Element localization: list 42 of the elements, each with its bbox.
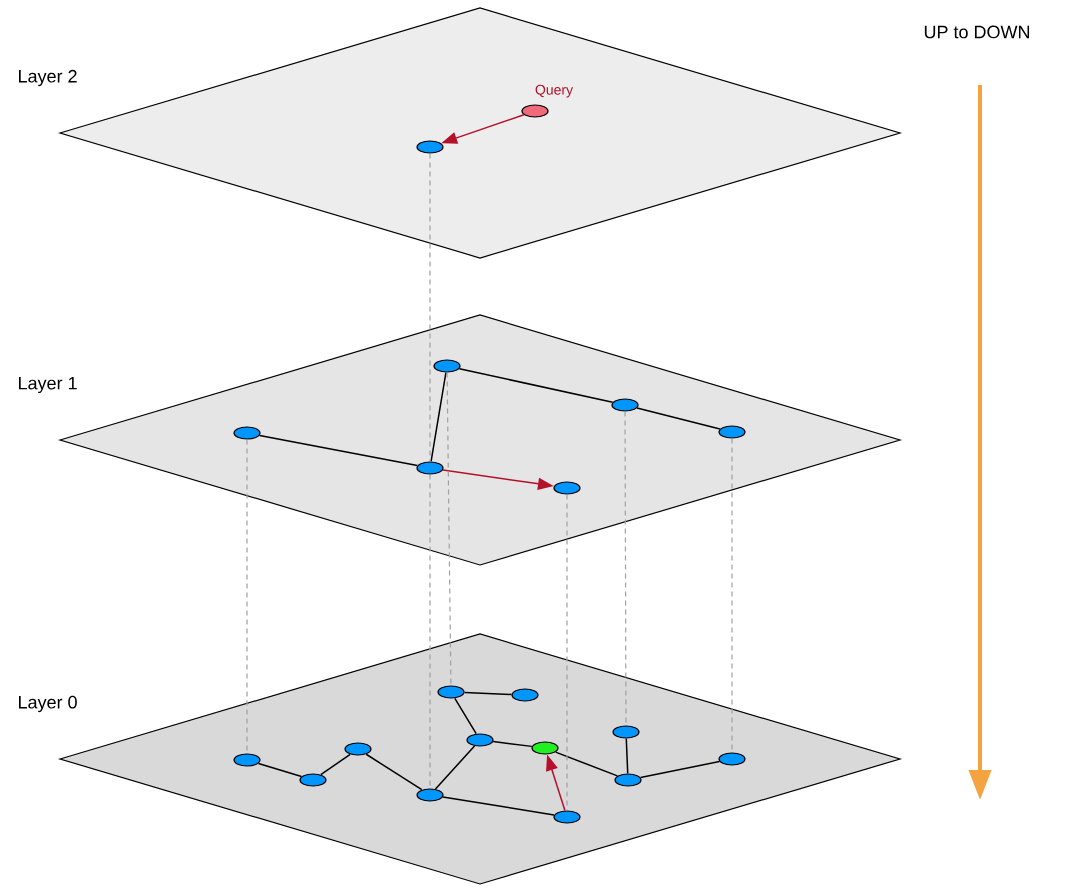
graph-point [437, 685, 465, 699]
connector-line [554, 751, 619, 777]
connector-line [636, 407, 721, 430]
graph-point [553, 481, 581, 495]
graph-point [553, 810, 581, 824]
graph-point [344, 742, 372, 756]
connector-line [639, 760, 721, 779]
connector-line [430, 371, 447, 463]
graph-point [416, 788, 444, 802]
connector-line [320, 753, 351, 776]
direction-label: UP to DOWN [924, 25, 1029, 39]
connector-line [434, 745, 476, 790]
connector-line [257, 762, 303, 778]
connector-line [442, 796, 555, 816]
connector-line [454, 697, 477, 735]
graph-point [511, 688, 539, 702]
layer-label: Layer 1 [19, 376, 77, 394]
query-point: Query [521, 84, 574, 118]
graph-point [614, 773, 642, 787]
graph-point [416, 461, 444, 475]
node-label: Query [535, 84, 574, 98]
connector-line [458, 367, 614, 404]
graph-point [612, 725, 640, 739]
graph-point [466, 733, 494, 747]
connector-line [492, 740, 533, 748]
connector-line [625, 737, 629, 775]
graph-point [233, 426, 261, 440]
dashed-line [429, 153, 431, 462]
layer-label: Layer 0 [19, 695, 77, 713]
connector-line [258, 434, 419, 467]
graph-point [611, 398, 639, 412]
graph-point [416, 140, 444, 154]
graph-point [718, 752, 746, 766]
connector-line [463, 691, 513, 696]
layer-label: Layer 2 [19, 69, 77, 87]
graph-point [433, 359, 461, 373]
graph-point [718, 425, 746, 439]
graph-point [233, 753, 261, 767]
graph-point [299, 773, 327, 787]
dashed-line [566, 494, 568, 811]
graph-point [531, 741, 559, 755]
connector-line [365, 753, 423, 791]
